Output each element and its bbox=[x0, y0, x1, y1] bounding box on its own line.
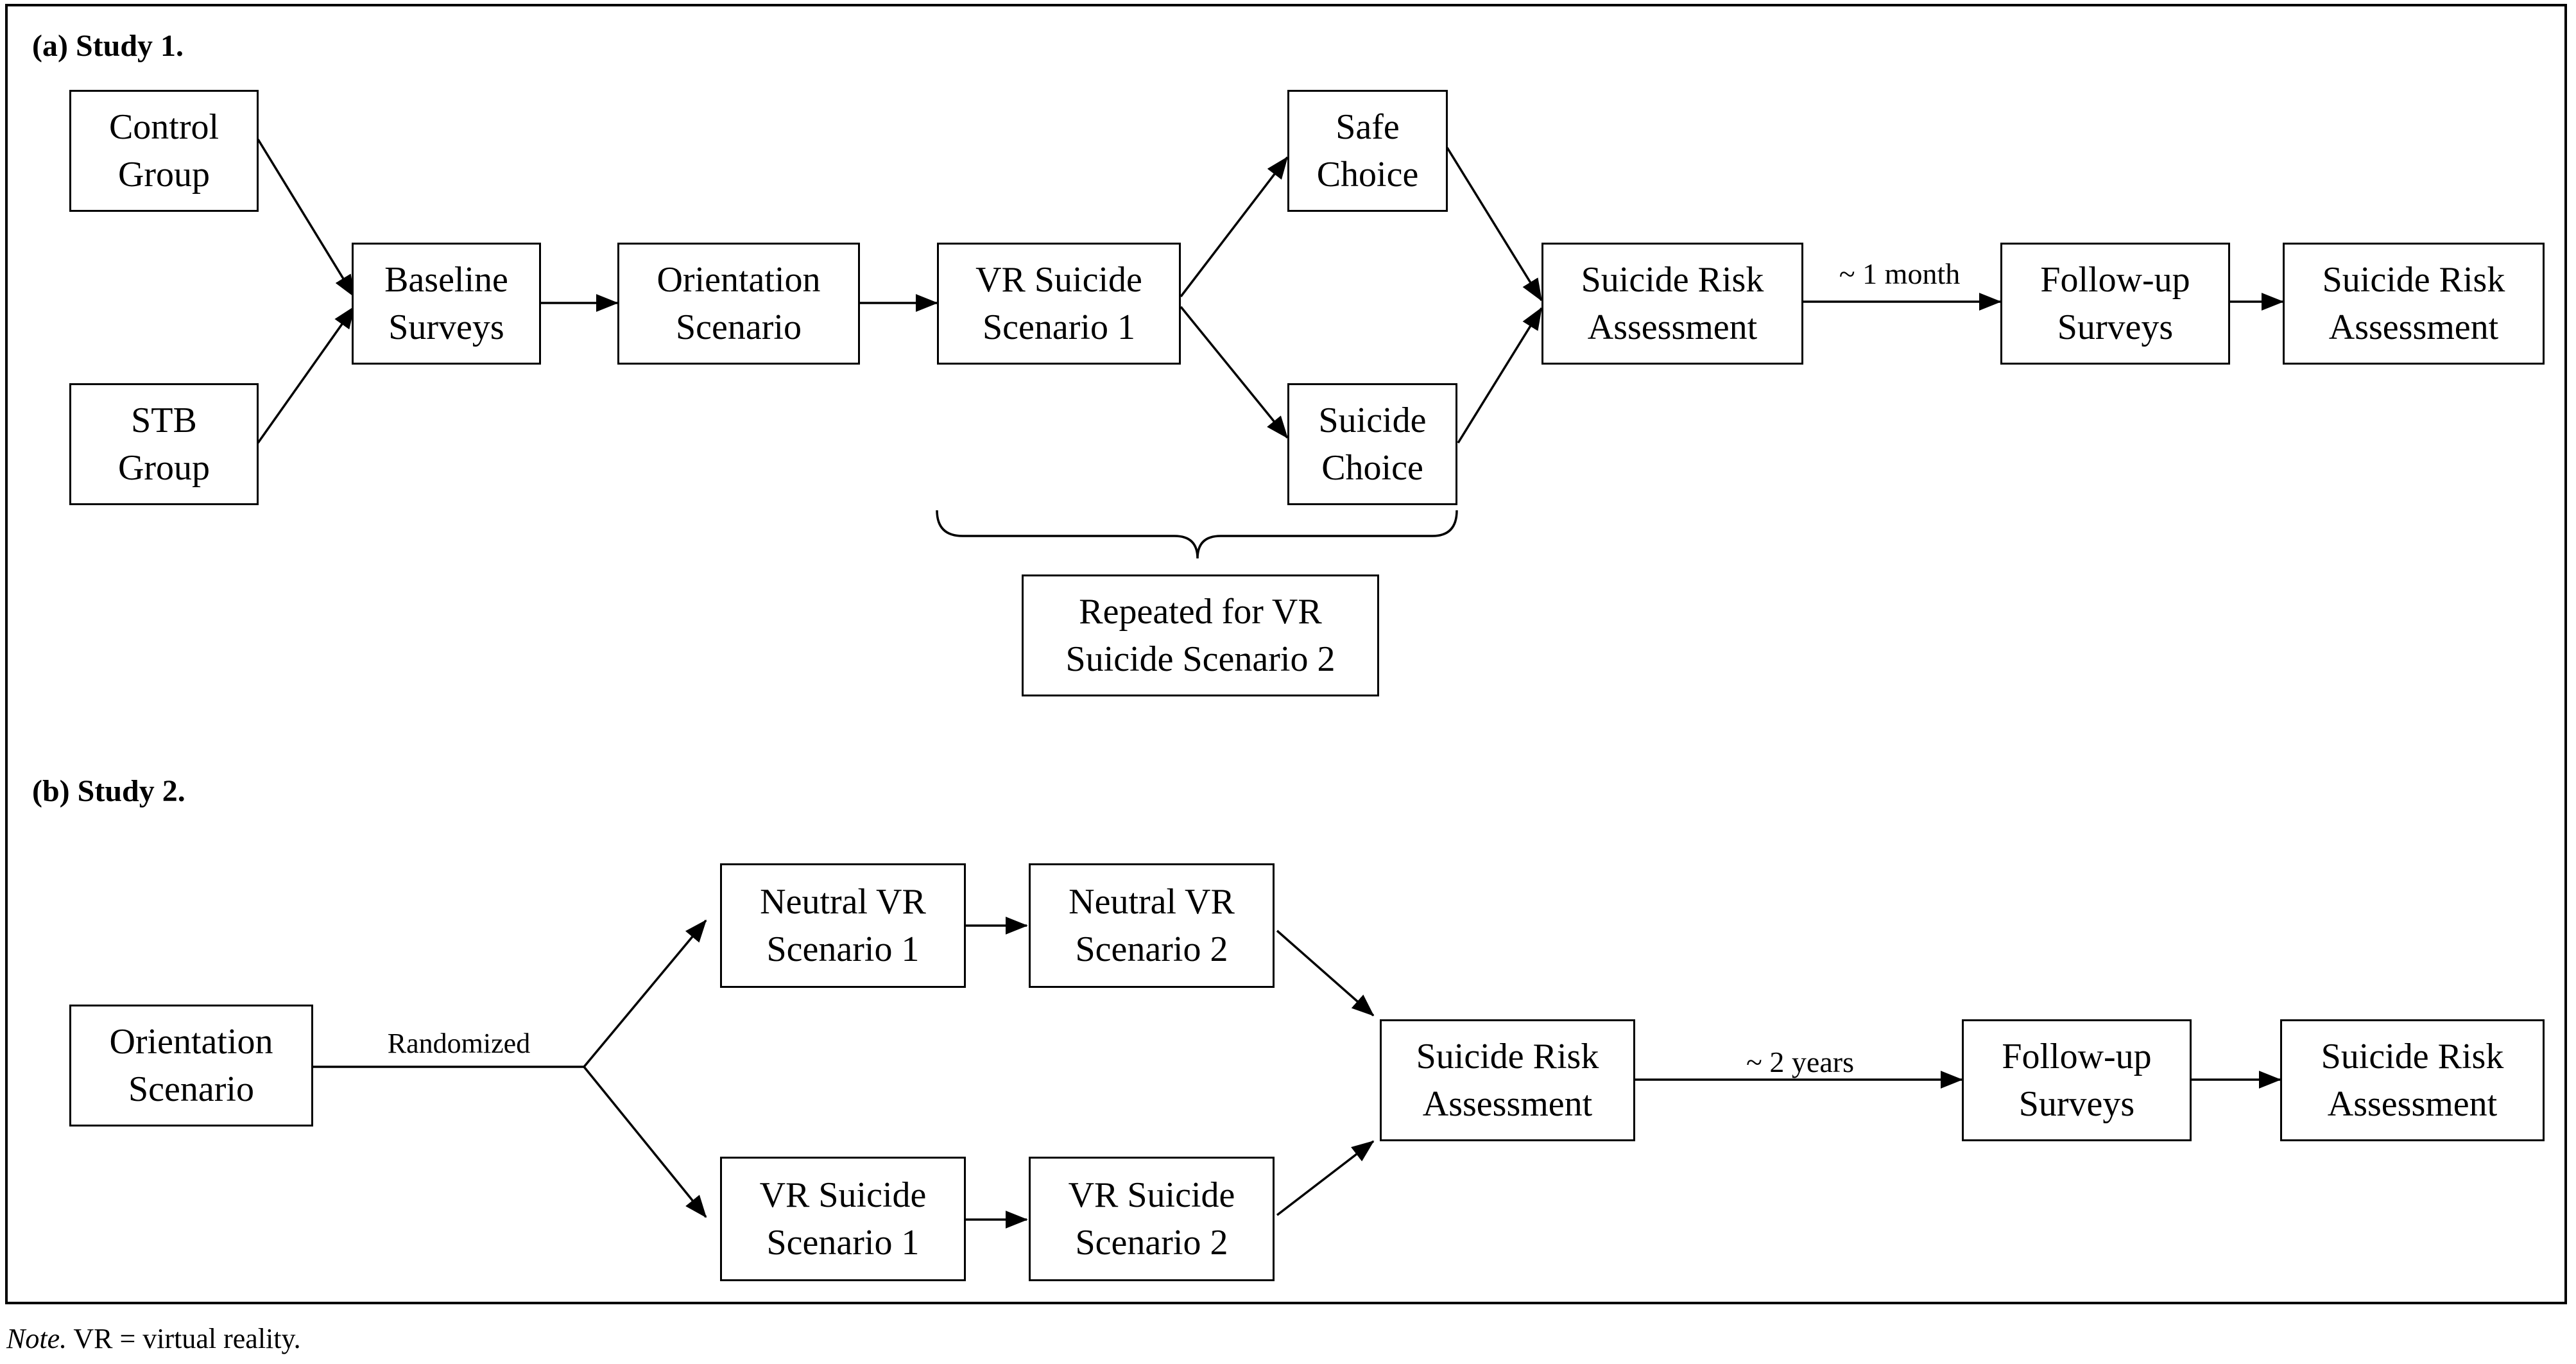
suicide-risk-assessment-line1: Suicide Risk bbox=[1581, 260, 1764, 300]
study2-follow-up-surveys-line2: Surveys bbox=[2018, 1084, 2135, 1124]
baseline-surveys-box: Baseline Surveys bbox=[352, 243, 541, 365]
neutral-vr-scenario-1-box: Neutral VR Scenario 1 bbox=[720, 863, 966, 988]
baseline-surveys-line1: Baseline bbox=[384, 260, 508, 300]
suicide-choice-box: Suicide Choice bbox=[1287, 383, 1457, 505]
vr-suicide-scenario-1b-line2: Scenario 1 bbox=[766, 1223, 920, 1263]
safe-choice-box: Safe Choice bbox=[1287, 90, 1448, 212]
suicide-risk-assessment-final-line1: Suicide Risk bbox=[2322, 260, 2505, 300]
study2-suicide-risk-assessment-final-box: Suicide Risk Assessment bbox=[2280, 1019, 2545, 1141]
study2-suicide-risk-assessment-line1: Suicide Risk bbox=[1416, 1037, 1599, 1076]
note-label: Note. bbox=[6, 1323, 67, 1354]
study2-orientation-scenario-line1: Orientation bbox=[109, 1022, 273, 1062]
baseline-surveys-line2: Surveys bbox=[388, 307, 504, 347]
suicide-risk-assessment-final-line2: Assessment bbox=[2328, 307, 2499, 347]
study2-suicide-risk-assessment-final-line2: Assessment bbox=[2327, 1084, 2498, 1124]
vr-suicide-scenario-1b-line1: VR Suicide bbox=[759, 1175, 927, 1215]
two-years-label: ~ 2 years bbox=[1746, 1046, 1854, 1078]
neutral-vr-scenario-2-box: Neutral VR Scenario 2 bbox=[1029, 863, 1275, 988]
stb-group-line2: Group bbox=[117, 448, 210, 488]
suicide-risk-assessment-box: Suicide Risk Assessment bbox=[1541, 243, 1803, 365]
study2-follow-up-surveys-line1: Follow-up bbox=[2002, 1037, 2152, 1076]
vr-suicide-scenario-1-line1: VR Suicide bbox=[975, 260, 1142, 300]
repeated-note-box: Repeated for VR Suicide Scenario 2 bbox=[1022, 574, 1379, 696]
vr-suicide-scenario-1b-box: VR Suicide Scenario 1 bbox=[720, 1157, 966, 1281]
orientation-scenario-line2: Scenario bbox=[676, 307, 802, 347]
neutral-vr-scenario-2-line1: Neutral VR bbox=[1069, 882, 1235, 922]
neutral-vr-scenario-1-line2: Scenario 1 bbox=[766, 929, 920, 969]
control-group-box: Control Group bbox=[69, 90, 259, 212]
suicide-choice-line2: Choice bbox=[1321, 448, 1423, 488]
orientation-scenario-line1: Orientation bbox=[657, 260, 821, 300]
follow-up-surveys-line2: Surveys bbox=[2057, 307, 2174, 347]
follow-up-surveys-line1: Follow-up bbox=[2040, 260, 2190, 300]
vr-suicide-scenario-1-line2: Scenario 1 bbox=[983, 307, 1135, 347]
study2-title: (b) Study 2. bbox=[32, 774, 185, 808]
vr-suicide-scenario-2-box: VR Suicide Scenario 2 bbox=[1029, 1157, 1275, 1281]
study2-follow-up-surveys-box: Follow-up Surveys bbox=[1962, 1019, 2192, 1141]
vr-suicide-scenario-1-box: VR Suicide Scenario 1 bbox=[937, 243, 1181, 365]
control-group-line1: Control bbox=[108, 107, 219, 147]
safe-choice-line1: Safe bbox=[1335, 107, 1400, 147]
safe-choice-line2: Choice bbox=[1316, 155, 1419, 194]
stb-group-line1: STB bbox=[131, 401, 197, 440]
randomized-label: Randomized bbox=[387, 1028, 531, 1059]
figure-frame bbox=[5, 4, 2567, 1304]
suicide-risk-assessment-final-box: Suicide Risk Assessment bbox=[2283, 243, 2545, 365]
vr-suicide-scenario-2-line1: VR Suicide bbox=[1068, 1175, 1235, 1215]
study2-suicide-risk-assessment-line2: Assessment bbox=[1422, 1084, 1593, 1124]
vr-suicide-scenario-2-line2: Scenario 2 bbox=[1075, 1223, 1228, 1263]
neutral-vr-scenario-2-line2: Scenario 2 bbox=[1075, 929, 1228, 969]
follow-up-surveys-box: Follow-up Surveys bbox=[2000, 243, 2230, 365]
study2-suicide-risk-assessment-final-line1: Suicide Risk bbox=[2321, 1037, 2504, 1076]
repeated-note-line2: Suicide Scenario 2 bbox=[1065, 639, 1335, 679]
figure-note: Note. VR = virtual reality. bbox=[6, 1322, 301, 1355]
note-text: VR = virtual reality. bbox=[67, 1323, 301, 1354]
orientation-scenario-box: Orientation Scenario bbox=[617, 243, 860, 365]
stb-group-box: STB Group bbox=[69, 383, 259, 505]
study2-suicide-risk-assessment-box: Suicide Risk Assessment bbox=[1380, 1019, 1635, 1141]
study2-orientation-scenario-box: Orientation Scenario bbox=[69, 1005, 313, 1127]
suicide-risk-assessment-line2: Assessment bbox=[1587, 307, 1758, 347]
repeated-note-line1: Repeated for VR bbox=[1079, 592, 1322, 632]
control-group-line2: Group bbox=[117, 155, 210, 194]
study2-orientation-scenario-line2: Scenario bbox=[128, 1069, 254, 1109]
neutral-vr-scenario-1-line1: Neutral VR bbox=[760, 882, 926, 922]
one-month-label: ~ 1 month bbox=[1839, 257, 1961, 290]
suicide-choice-line1: Suicide bbox=[1318, 401, 1427, 440]
study1-title: (a) Study 1. bbox=[32, 29, 184, 63]
